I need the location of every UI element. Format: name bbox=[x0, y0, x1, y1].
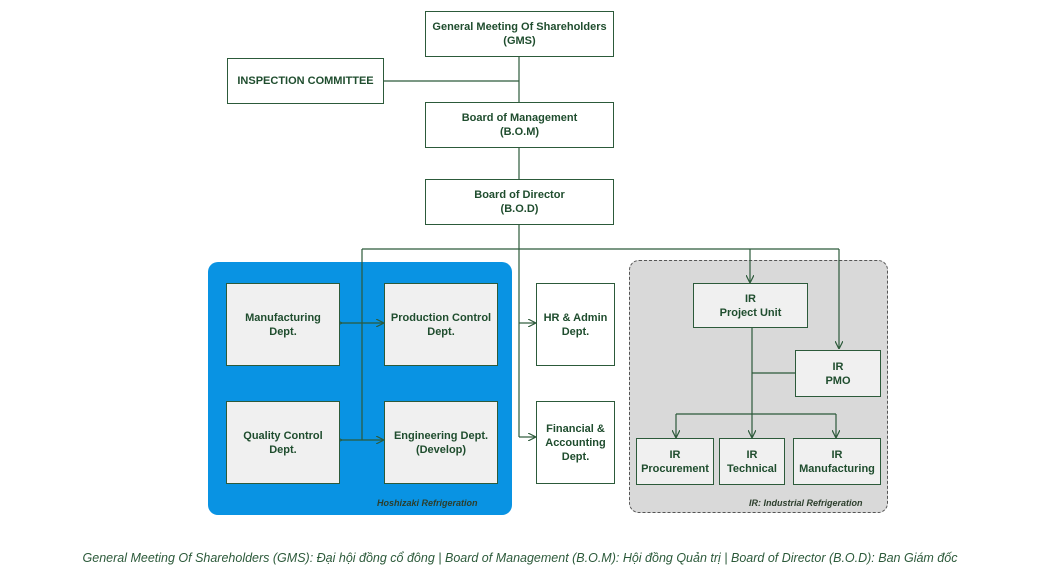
quality-control-dept-box: Quality Control Dept. bbox=[226, 401, 340, 484]
board-of-director-box: Board of Director (B.O.D) bbox=[425, 179, 614, 225]
ir-label: IR: Industrial Refrigeration bbox=[749, 498, 863, 508]
ir-manufacturing-box: IR Manufacturing bbox=[793, 438, 881, 485]
gms-box: General Meeting Of Shareholders (GMS) bbox=[425, 11, 614, 57]
ir-pmo-box: IR PMO bbox=[795, 350, 881, 397]
inspection-committee-box: INSPECTION COMMITTEE bbox=[227, 58, 384, 104]
board-of-management-box: Board of Management (B.O.M) bbox=[425, 102, 614, 148]
manufacturing-dept-box: Manufacturing Dept. bbox=[226, 283, 340, 366]
ir-technical-box: IR Technical bbox=[719, 438, 785, 485]
ir-procurement-box: IR Procurement bbox=[636, 438, 714, 485]
engineering-dept-box: Engineering Dept. (Develop) bbox=[384, 401, 498, 484]
legend-caption: General Meeting Of Shareholders (GMS): Đ… bbox=[82, 551, 958, 565]
hr-admin-dept-box: HR & Admin Dept. bbox=[536, 283, 615, 366]
financial-accounting-dept-box: Financial & Accounting Dept. bbox=[536, 401, 615, 484]
ir-project-unit-box: IR Project Unit bbox=[693, 283, 808, 328]
hoshizaki-label: Hoshizaki Refrigeration bbox=[377, 498, 478, 508]
production-control-dept-box: Production Control Dept. bbox=[384, 283, 498, 366]
